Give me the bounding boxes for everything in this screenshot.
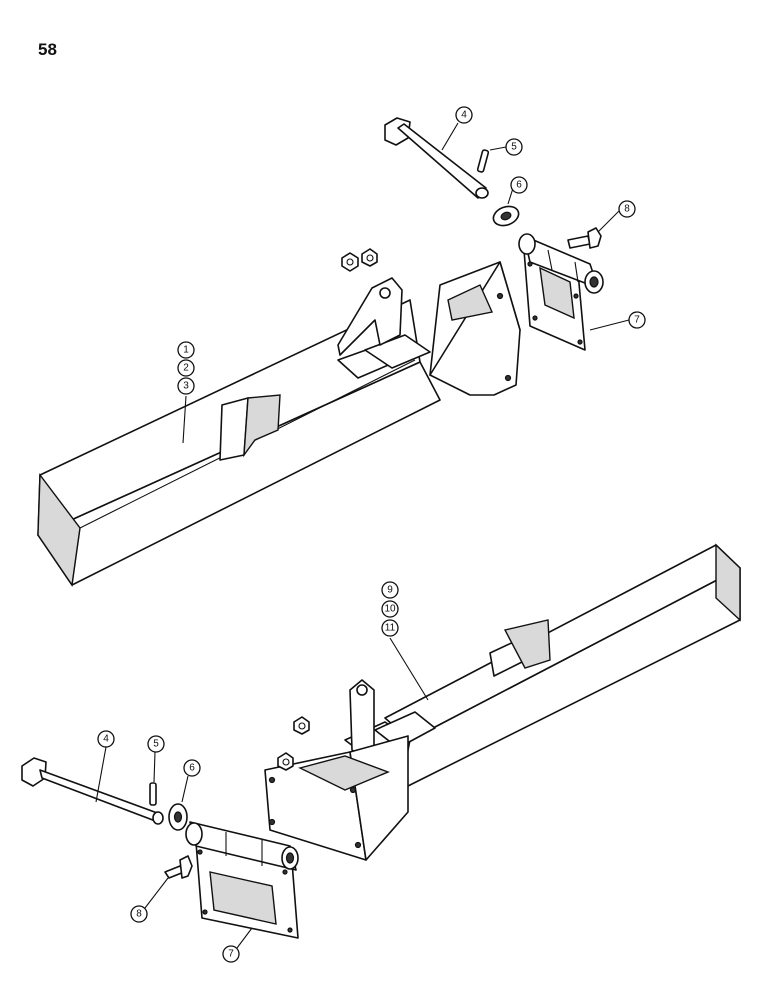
callout-label: 3	[183, 381, 189, 392]
callout-label: 8	[136, 909, 142, 920]
callout-bottom-7: 7	[222, 945, 240, 963]
page-number: 58	[38, 40, 57, 59]
top-bolt	[567, 227, 602, 249]
top-nuts	[341, 248, 378, 272]
bottom-main-tube	[384, 543, 741, 791]
callout-label: 11	[385, 623, 396, 634]
callout-bottom-11: 11	[381, 619, 399, 637]
top-end-mount	[429, 261, 521, 396]
callout-top-6: 6	[510, 176, 528, 194]
callout-label: 2	[183, 363, 189, 374]
callout-label: 7	[634, 315, 640, 326]
callout-label: 10	[384, 604, 396, 615]
callout-bottom-6: 6	[183, 759, 201, 777]
bottom-bolt	[164, 855, 193, 879]
bottom-end-mount	[264, 735, 409, 861]
top-hinge-plate	[518, 233, 604, 351]
callout-label: 1	[183, 345, 189, 356]
callout-bottom-4: 4	[97, 730, 115, 748]
top-pin	[384, 117, 489, 199]
bottom-clevis-bracket	[349, 679, 375, 756]
callout-label: 5	[153, 739, 159, 750]
callout-top-8: 8	[618, 200, 636, 218]
callout-top-1: 1	[177, 341, 195, 359]
callout-top-7: 7	[628, 311, 646, 329]
bottom-pin	[21, 757, 164, 825]
top-roll-pin	[476, 149, 490, 173]
callout-top-3: 3	[177, 377, 195, 395]
top-washer	[492, 205, 520, 227]
bottom-leader-lines	[95, 637, 429, 949]
callout-label: 9	[387, 585, 393, 596]
bottom-frame-assembly	[21, 543, 741, 939]
bottom-support-bracket	[489, 619, 551, 677]
callout-label: 7	[228, 949, 234, 960]
top-clevis-bracket	[337, 277, 403, 356]
callout-label: 6	[516, 180, 522, 191]
callout-label: 6	[189, 763, 195, 774]
top-support-bracket	[219, 394, 281, 461]
callout-label: 5	[511, 142, 517, 153]
bottom-washer	[168, 803, 188, 831]
callout-bottom-8: 8	[130, 905, 148, 923]
top-leader-lines	[182, 122, 630, 444]
bottom-nuts	[277, 716, 310, 771]
callout-label: 8	[624, 204, 630, 215]
callout-bottom-10: 10	[381, 600, 399, 618]
bottom-roll-pin	[149, 782, 157, 806]
top-frame-assembly	[37, 117, 604, 587]
callout-label: 4	[461, 110, 467, 121]
callout-label: 4	[103, 734, 109, 745]
callout-bottom-5: 5	[147, 735, 165, 753]
callout-bottom-9: 9	[381, 581, 399, 599]
callout-top-2: 2	[177, 359, 195, 377]
callout-top-5: 5	[505, 138, 523, 156]
bottom-hinge-plate	[185, 821, 299, 939]
callout-top-4: 4	[455, 106, 473, 124]
